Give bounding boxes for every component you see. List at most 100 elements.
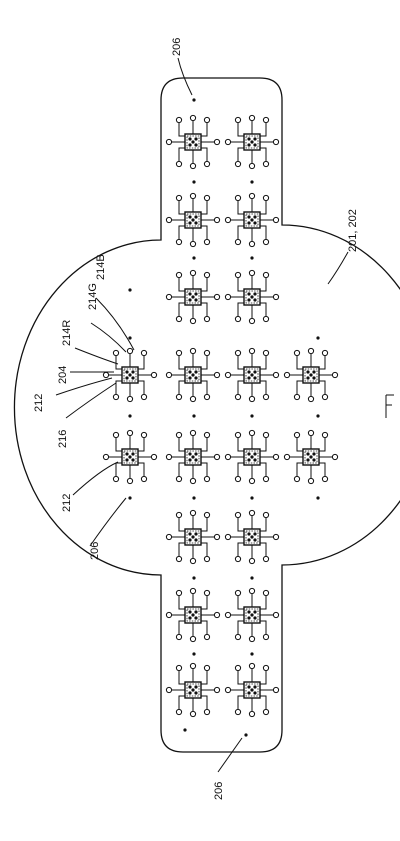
trace-line [201,225,208,240]
led-die [253,221,257,225]
terminal-pad [248,587,256,595]
terminal-pad [234,349,242,357]
terminal-pad [165,216,173,224]
terminal-pad [248,429,256,437]
trace-line [178,695,185,710]
leader-lines [55,57,349,773]
trace-line [296,437,303,452]
led-die [253,616,257,620]
led-die [247,458,251,462]
led-module [224,114,280,170]
led-die [250,455,254,459]
chip-inner-frame [186,683,200,697]
terminal-pad [234,393,242,401]
terminal-pad [262,393,270,401]
terminal-pad [165,686,173,694]
trace-line [178,200,185,215]
trace-line [260,200,267,215]
led-die [194,292,198,296]
terminal-pad [234,194,242,202]
terminal-pad [126,429,134,437]
terminal-pad [262,116,270,124]
trace-line [319,437,326,452]
terminal-pad [224,138,232,146]
trace-line [260,437,267,452]
trace-line [115,380,122,395]
terminal-pad [224,216,232,224]
led-module [224,192,280,248]
via-dot [316,496,320,500]
terminal-pad [234,116,242,124]
terminal-pad [203,431,211,439]
terminal-pad [293,393,301,401]
led-die [188,370,192,374]
led-die [312,452,316,456]
terminal-pad [102,371,110,379]
led-die [306,458,310,462]
led-die [247,452,251,456]
terminal-pad [262,271,270,279]
terminal-pad [321,393,329,401]
terminal-pad [203,589,211,597]
trace-line [178,542,185,557]
trace-line [178,380,185,395]
trace-line [201,670,208,685]
trace-line [260,122,267,137]
terminal-pad [224,686,232,694]
trace-line [178,355,185,370]
label-216: 216 [57,430,69,448]
terminal-pad [140,431,148,439]
chip-inner-frame [245,683,259,697]
terminal-pad [213,453,221,461]
chip-inner-frame [245,368,259,382]
via-dot [192,414,196,418]
led-module [102,429,158,485]
led-die [309,455,313,459]
terminal-pad [248,240,256,248]
led-module [165,192,221,248]
led-die [194,221,198,225]
trace-line [201,277,208,292]
terminal-pad [283,371,291,379]
led-die [128,455,132,459]
trace-line [237,380,244,395]
led-die [253,691,257,695]
terminal-pad [213,611,221,619]
led-die [191,535,195,539]
led-die [247,292,251,296]
terminal-pad [175,194,183,202]
terminal-pad [175,475,183,483]
led-die [306,452,310,456]
led-die [188,538,192,542]
terminal-pad [234,160,242,168]
terminal-pad [203,238,211,246]
label-212-a: 212 [33,394,45,412]
terminal-pad [189,509,197,517]
led-module [165,662,221,718]
terminal-pad [189,710,197,718]
terminal-pad [203,160,211,168]
led-die [253,298,257,302]
terminal-pad [262,589,270,597]
chip-inner-frame [186,530,200,544]
led-die [253,532,257,536]
terminal-pad [102,453,110,461]
led-die [194,538,198,542]
led-die [253,610,257,614]
terminal-pad [165,371,173,379]
terminal-pad [126,395,134,403]
trace-line [178,122,185,137]
terminal-pad [224,533,232,541]
terminal-pad [140,475,148,483]
led-die [191,613,195,617]
trace-line [319,355,326,370]
led-module [165,429,221,485]
terminal-pad [272,686,280,694]
terminal-pad [189,395,197,403]
trace-line [138,380,145,395]
led-die [306,370,310,374]
led-die [247,143,251,147]
led-module [224,587,280,643]
trace-line [260,462,267,477]
